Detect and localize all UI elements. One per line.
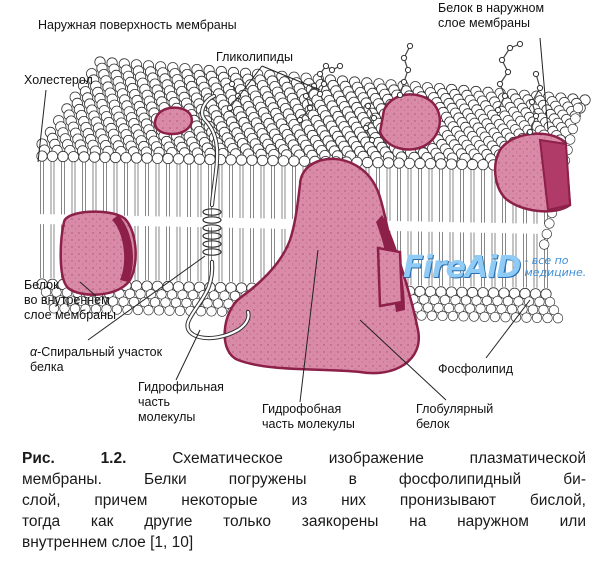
bilayer-front-face — [36, 102, 584, 324]
caption-line: Рис. 1.2. Схематическое изображение плаз… — [22, 450, 586, 467]
label-outer-protein: Белок в наружном слое мембраны — [438, 1, 545, 30]
caption-line: слой, причем некоторые из них пронизываю… — [22, 492, 586, 509]
label-glycolipids: Гликолипиды — [216, 50, 293, 64]
pointer-line — [485, 299, 531, 359]
pointer-line — [175, 329, 201, 381]
pointer-line — [359, 319, 447, 401]
label-outer-surface: Наружная поверхность мембраны — [38, 18, 237, 32]
alpha-helix-turn — [202, 224, 222, 232]
alpha-helix-turn — [202, 240, 222, 248]
caption-line: тогда как другие только заякорены на нар… — [22, 513, 586, 530]
watermark-logo: FireAiD — [403, 250, 521, 285]
glycolipid-chain — [365, 105, 375, 141]
pointer-line — [539, 37, 549, 131]
pointer-line — [261, 65, 321, 91]
pointer-line — [37, 89, 47, 163]
pointer-line — [299, 249, 319, 403]
label-alpha-helix: α-Спиральный участок белка — [30, 345, 163, 374]
label-hydrophilic: Гидрофильная часть молекулы — [138, 380, 224, 424]
pointer-line — [79, 281, 97, 297]
alpha-helix-turn — [202, 208, 222, 216]
caption-prefix: Рис. 1.2. — [22, 450, 127, 467]
pointer-line — [87, 255, 206, 341]
alpha-helix-turn — [202, 216, 222, 224]
label-cholesterol: Холестерол — [24, 73, 93, 87]
membrane-illustration — [36, 37, 591, 403]
membrane-diagram: Наружная поверхность мембраны Белок в на… — [24, 1, 591, 431]
alpha-helix-turn — [202, 248, 222, 256]
label-phospholipid: Фосфолипид — [438, 362, 513, 376]
figure-caption: Рис. 1.2. Схематическое изображение плаз… — [22, 448, 586, 553]
pointer-lines — [37, 37, 549, 403]
caption-line: внутреннем слое [1, 10] — [22, 534, 194, 551]
alpha-helix-turn — [202, 232, 222, 240]
watermark: FireAiD- все по медицине. — [403, 250, 586, 285]
caption-line: мембраны. Белки погружены в фосфолипидны… — [22, 471, 586, 488]
pointer-line — [235, 65, 263, 101]
label-inner-protein: Белок во внутреннем слое мембраны — [24, 278, 117, 322]
label-globular: Глобулярный белок — [416, 402, 494, 431]
watermark-tagline: - все по медицине. — [524, 254, 587, 279]
membrane-proteins — [59, 40, 572, 375]
glycolipid-chain — [299, 85, 315, 121]
label-hydrophobic: Гидрофобная часть молекулы — [262, 402, 355, 431]
